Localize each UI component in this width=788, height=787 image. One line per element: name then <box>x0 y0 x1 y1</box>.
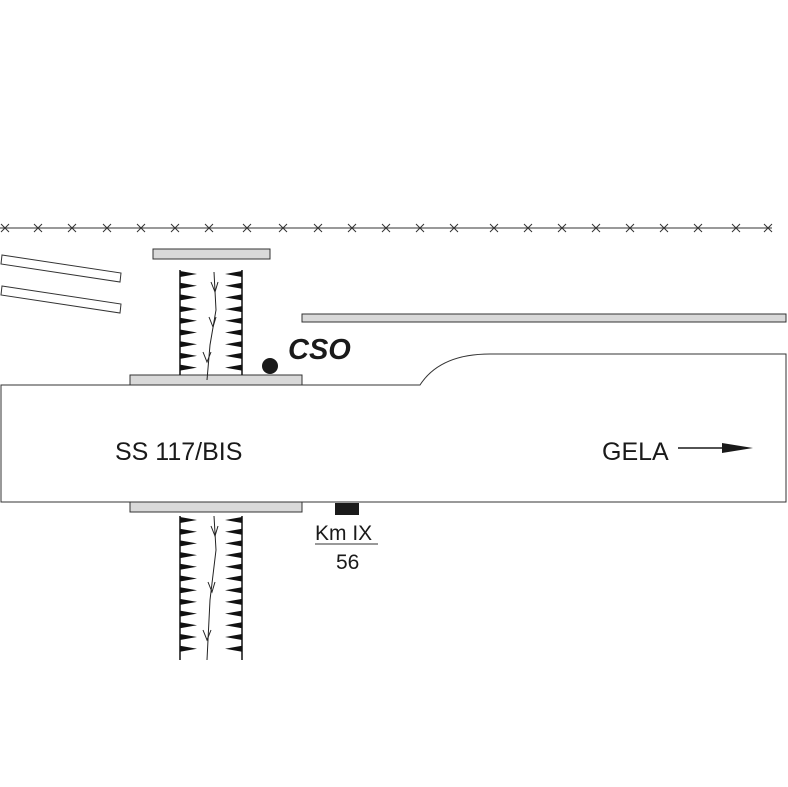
embankment-tooth <box>225 306 242 313</box>
road-label: SS 117/BIS <box>115 438 242 466</box>
fence-mark <box>347 223 357 233</box>
embankment-tooth <box>225 575 242 582</box>
embankment-tooth <box>225 517 242 523</box>
embankment-tooth <box>180 622 197 629</box>
direction-arrow-icon <box>678 443 753 453</box>
fence-mark <box>0 223 10 233</box>
embankment-tooth <box>225 610 242 617</box>
fence-mark <box>204 223 214 233</box>
fence-mark <box>136 223 146 233</box>
fence-mark <box>523 223 533 233</box>
embankment-tooth <box>225 294 242 301</box>
embankment-tooth <box>225 587 242 594</box>
fence-mark <box>489 223 499 233</box>
slanted-bars <box>0 254 122 314</box>
embankment-tooth <box>180 306 197 313</box>
embankment-tooth <box>225 352 242 359</box>
embankment-tooth <box>180 540 197 547</box>
fence-mark <box>659 223 669 233</box>
embankment-tooth <box>225 271 242 277</box>
embankment-tooth <box>180 294 197 301</box>
fence-mark <box>313 223 323 233</box>
embankment-tooth <box>225 317 242 324</box>
stream-lower <box>202 515 219 661</box>
direction-label: GELA <box>602 438 669 466</box>
fence-mark <box>625 223 635 233</box>
road <box>0 353 787 503</box>
embankment-tooth <box>225 634 242 640</box>
fence-mark <box>170 223 180 233</box>
embankment-tooth <box>180 552 197 559</box>
embankment-tooth <box>180 587 197 594</box>
fence-mark <box>763 223 773 233</box>
fence-mark <box>449 223 459 233</box>
embankment-tooth <box>225 540 242 547</box>
fence-mark <box>415 223 425 233</box>
fence-mark <box>102 223 112 233</box>
fence-mark <box>731 223 741 233</box>
embankment-tooth <box>180 610 197 617</box>
embankment-tooth <box>180 341 197 348</box>
km-label: Km IX <box>315 522 372 545</box>
embankment-tooth <box>225 528 242 535</box>
embankment-tooth <box>225 552 242 559</box>
bridge-bar-lower <box>129 501 303 513</box>
embankment-tooth <box>180 329 197 336</box>
embankment-tooth <box>180 517 197 523</box>
embankment-tooth <box>180 575 197 582</box>
fence-mark <box>67 223 77 233</box>
km-value: 56 <box>336 551 359 574</box>
barrier-bar-right <box>301 313 787 323</box>
fence-mark <box>557 223 567 233</box>
embankment-lower <box>179 516 243 660</box>
embankment-tooth <box>180 528 197 535</box>
bridge-bar-top <box>152 248 271 260</box>
embankment-tooth <box>180 645 197 652</box>
embankment-tooth <box>225 364 242 371</box>
fence-mark <box>242 223 252 233</box>
embankment-tooth <box>225 622 242 629</box>
embankment-tooth <box>180 271 197 277</box>
embankment-upper <box>179 270 243 375</box>
cso-station-marker <box>262 358 278 374</box>
embankment-tooth <box>225 341 242 348</box>
embankment-tooth <box>180 364 197 371</box>
fence-mark <box>591 223 601 233</box>
embankment-tooth <box>180 598 197 605</box>
embankment-tooth <box>225 645 242 652</box>
fence-mark <box>278 223 288 233</box>
embankment-tooth <box>180 282 197 289</box>
stream-upper <box>202 271 219 381</box>
embankment-tooth <box>180 634 197 640</box>
embankment-tooth <box>180 317 197 324</box>
embankment-tooth <box>225 563 242 570</box>
fence-mark <box>693 223 703 233</box>
bridge-bar-upper <box>129 374 303 386</box>
embankment-tooth <box>180 563 197 570</box>
embankment-tooth <box>180 352 197 359</box>
fence-line <box>0 223 773 233</box>
cso-label: CSO <box>288 334 351 366</box>
embankment-tooth <box>225 282 242 289</box>
embankment-tooth <box>225 329 242 336</box>
fence-mark <box>381 223 391 233</box>
embankment-tooth <box>225 598 242 605</box>
km-marker <box>335 503 359 515</box>
fence-mark <box>33 223 43 233</box>
